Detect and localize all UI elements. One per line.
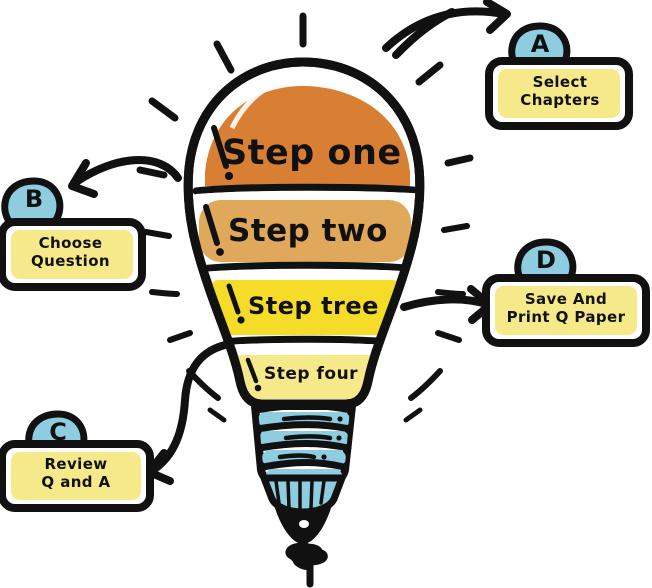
bulb-highlight bbox=[229, 73, 304, 130]
band-separator-3 bbox=[210, 335, 402, 347]
step-band-two[interactable] bbox=[199, 200, 411, 262]
callout-c[interactable] bbox=[0, 410, 154, 512]
callout-a[interactable] bbox=[485, 22, 633, 130]
step-one-label: Step one bbox=[222, 133, 402, 173]
band-accent-marks bbox=[203, 125, 262, 392]
callout-b-label: Choose Question bbox=[30, 234, 111, 271]
step-three-label: Step tree bbox=[248, 292, 379, 320]
step-four-label: Step four bbox=[264, 364, 359, 384]
band-separator-1 bbox=[192, 183, 420, 195]
badge-d-letter: D bbox=[536, 246, 556, 274]
badge-a-letter: A bbox=[530, 30, 550, 58]
step-band-four[interactable] bbox=[229, 355, 384, 399]
badge-b-letter: B bbox=[24, 185, 44, 213]
step-two-label: Step two bbox=[228, 213, 388, 249]
step-band-one[interactable] bbox=[205, 86, 410, 186]
band-separator-2 bbox=[196, 261, 420, 273]
light-rays bbox=[136, 8, 474, 423]
bulb-base bbox=[251, 402, 356, 544]
arrow-to-b bbox=[68, 156, 182, 198]
callout-d[interactable] bbox=[482, 238, 650, 347]
step-band-three[interactable] bbox=[210, 280, 401, 335]
callout-c-label: Review Q and A bbox=[41, 455, 111, 492]
arrows bbox=[68, 0, 511, 485]
arrow-to-a bbox=[382, 0, 511, 52]
badge-c-letter: C bbox=[49, 418, 67, 446]
wire-squiggle bbox=[285, 542, 328, 588]
callout-d-label: Save And Print Q Paper bbox=[506, 290, 626, 327]
callout-b[interactable] bbox=[0, 177, 146, 291]
callout-a-label: Select Chapters bbox=[520, 73, 600, 110]
